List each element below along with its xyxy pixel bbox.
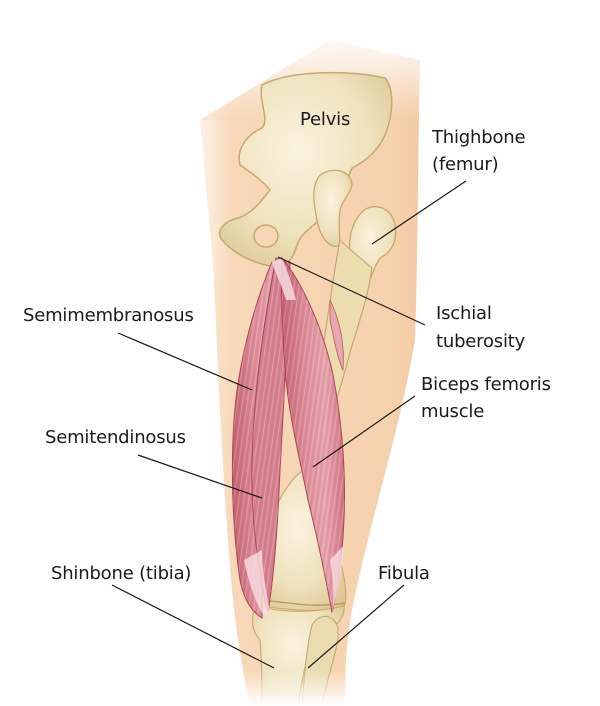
leader-line-biceps <box>312 395 416 468</box>
label-semimembranosus: Semimembranosus <box>23 305 194 326</box>
label-ischial: Ischial <box>436 303 492 324</box>
label-shinbone: Shinbone (tibia) <box>51 563 192 584</box>
label-thighbone: Thighbone <box>432 127 526 148</box>
leader-line-semitendinosus <box>137 454 263 499</box>
leader-line-thighbone <box>371 180 467 245</box>
leader-lines <box>111 180 467 669</box>
leader-line-fibula <box>307 584 405 669</box>
obturator-foramen <box>253 224 279 248</box>
label-muscle: muscle <box>421 401 485 422</box>
label-pelvis: Pelvis <box>300 109 351 130</box>
label-tuberosity: tuberosity <box>436 331 526 352</box>
label-biceps-femoris: Biceps femoris <box>421 374 551 395</box>
label-fibula: Fibula <box>378 563 430 584</box>
leader-line-shinbone <box>111 584 275 669</box>
label-femur: (femur) <box>432 154 499 175</box>
label-semitendinosus: Semitendinosus <box>45 427 186 448</box>
biceps-short-head <box>329 299 344 372</box>
leader-line-ischial <box>277 256 426 326</box>
leader-line-semimembranosus <box>117 332 253 391</box>
femur-neck <box>313 169 353 247</box>
